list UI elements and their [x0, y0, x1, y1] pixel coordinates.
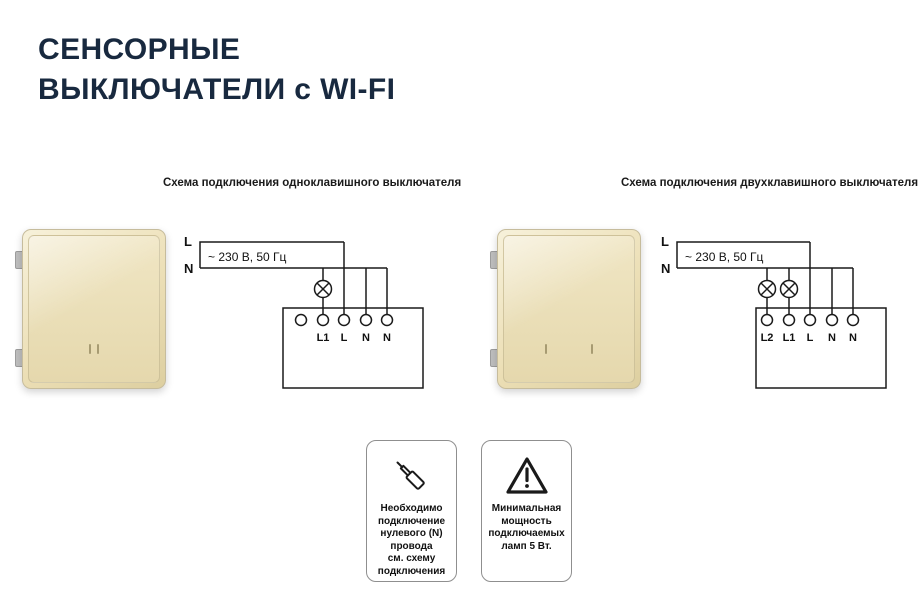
phase-label: L [661, 234, 669, 249]
voltage-label: ~ 230 В, 50 Гц [208, 250, 287, 264]
terminal-hole [825, 313, 839, 327]
switch-frame [497, 229, 641, 389]
page-title-line1: СЕНСОРНЫЕ [38, 33, 241, 66]
terminal-hole [803, 313, 817, 327]
terminal-hole [337, 313, 351, 327]
voltage-label: ~ 230 В, 50 Гц [685, 250, 764, 264]
terminal-hole [782, 313, 796, 327]
terminal-label: L2 [761, 332, 774, 344]
touch-indicator-marks [29, 344, 159, 354]
page-title: СЕНСОРНЫЕ ВЫКЛЮЧАТЕЛИ с WI-FI [38, 30, 395, 110]
terminal-hole [359, 313, 373, 327]
switch-terminal-box [282, 307, 424, 389]
wires [676, 241, 887, 389]
warning-triangle-icon [482, 449, 571, 503]
page-title-line2: ВЫКЛЮЧАТЕЛИ с WI-FI [38, 73, 396, 106]
note-min-power: Минимальная мощность подключаемых ламп 5… [481, 440, 572, 582]
neutral-label: N [184, 261, 193, 276]
terminal-hole [760, 313, 774, 327]
terminal-hole [380, 313, 394, 327]
stripped-wire-icon [367, 449, 456, 503]
terminal-label: N [383, 332, 391, 344]
product-image-double-switch [489, 227, 641, 391]
wiring-diagram-single-gang: L N ~ 230 В, 50 Гц L1 L N N [184, 234, 424, 389]
terminal-label: L1 [783, 332, 796, 344]
switch-frame [22, 229, 166, 389]
terminal-hole [294, 313, 308, 327]
switch-terminal-box [755, 307, 887, 389]
wires [199, 241, 424, 389]
diagram-caption-single: Схема подключения одноклавишного выключа… [163, 177, 462, 189]
phase-label: L [184, 234, 192, 249]
diagram-caption-double: Схема подключения двухклавишного выключа… [621, 177, 919, 189]
terminal-label: L1 [317, 332, 330, 344]
note-text-neutral: Необходимо подключение нулевого (N) пров… [377, 503, 446, 577]
terminal-label: L [341, 332, 348, 344]
switch-glass-panel [503, 235, 635, 383]
product-image-single-switch [14, 227, 166, 391]
terminal-hole [316, 313, 330, 327]
terminal-label: L [807, 332, 814, 344]
terminal-hole [846, 313, 860, 327]
terminal-label: N [362, 332, 370, 344]
note-text-power: Минимальная мощность подключаемых ламп 5… [488, 503, 565, 552]
note-neutral-required: Необходимо подключение нулевого (N) пров… [366, 440, 457, 582]
neutral-label: N [661, 261, 670, 276]
terminal-label: N [849, 332, 857, 344]
wiring-diagram-double-gang: L N ~ 230 В, 50 Гц L2 L1 L N N [661, 234, 887, 389]
touch-indicator-marks [504, 344, 634, 354]
terminal-label: N [828, 332, 836, 344]
switch-glass-panel [28, 235, 160, 383]
